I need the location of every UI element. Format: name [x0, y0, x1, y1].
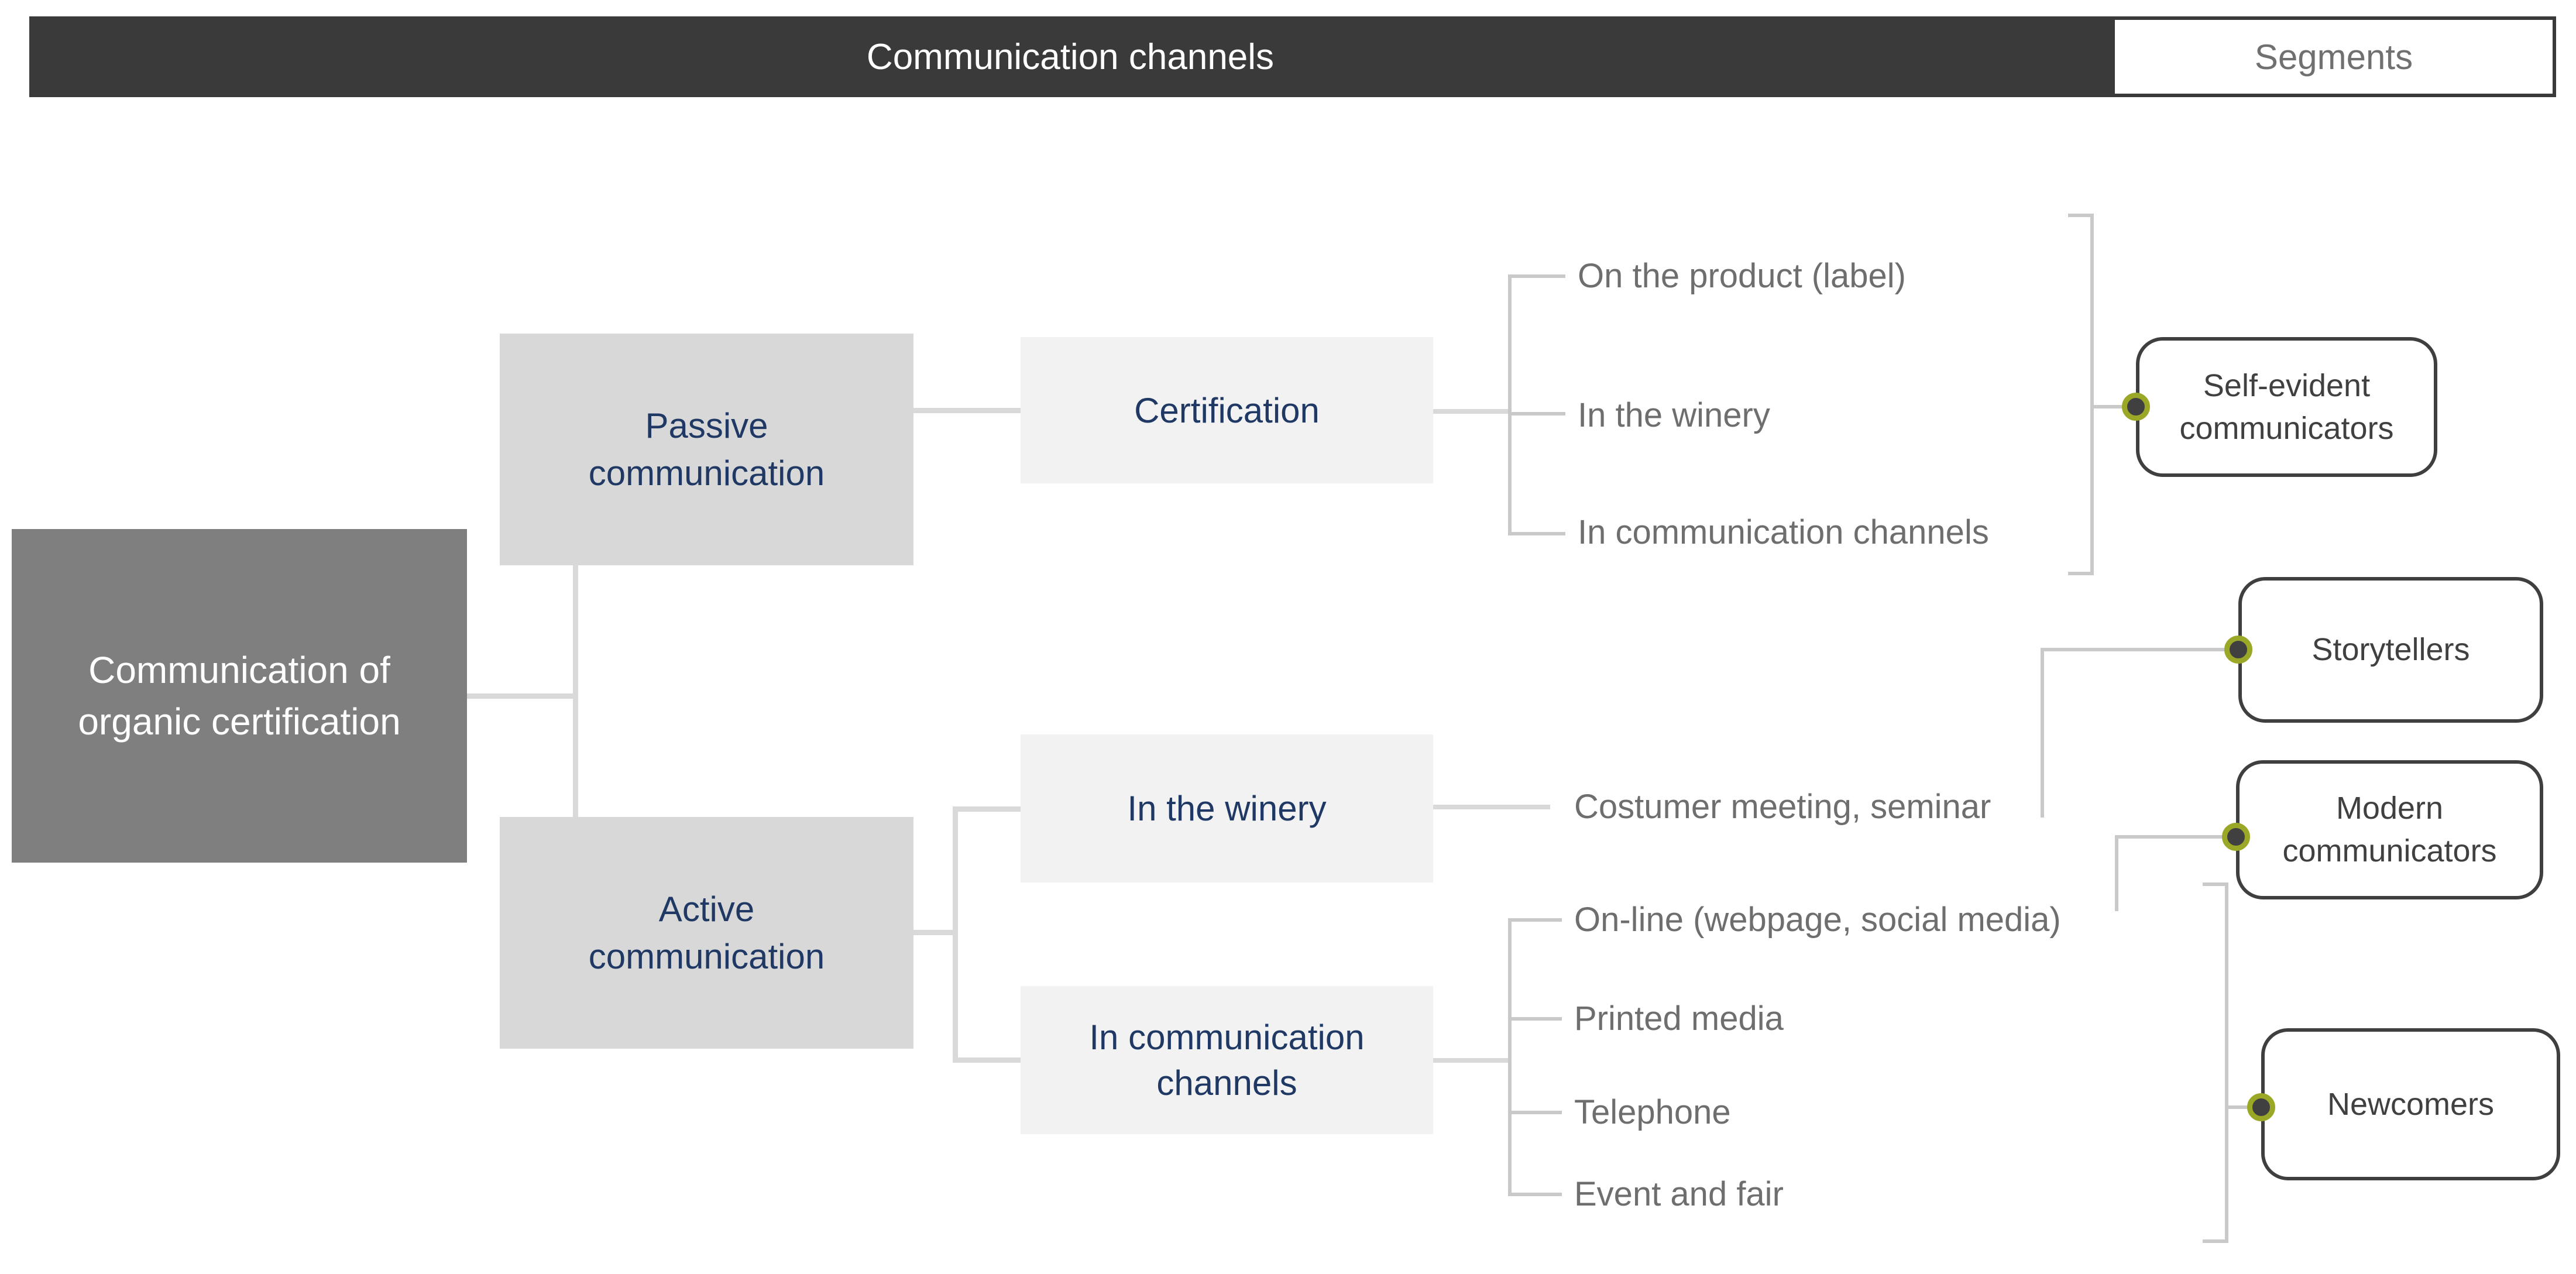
bracket-channels-leaves-vertical [1508, 918, 1512, 1196]
segment-modern-communicators: Modern communicators [2236, 760, 2543, 899]
header-segments: Segments [2111, 16, 2556, 97]
anchor-dot-newcomers [2247, 1093, 2275, 1121]
header-communication-channels: Communication channels [29, 16, 2111, 97]
segment-modern-label: Modern communicators [2282, 791, 2497, 868]
connector-trunk-vertical [573, 565, 578, 817]
node-in-the-winery-label: In the winery [1127, 789, 1327, 828]
bracket-newcomers-top-stub [2203, 882, 2228, 886]
node-in-the-winery: In the winery [1021, 734, 1433, 882]
node-passive-communication: Passive communication [500, 334, 913, 565]
bracket-self-evident-top-stub [2068, 214, 2094, 217]
anchor-dot-storytellers [2224, 636, 2252, 664]
bracket-certification-leaves-vertical [1508, 274, 1512, 535]
node-in-communication-channels: In communication channels [1021, 986, 1433, 1134]
bracket-channels-leaf-stub-1 [1508, 918, 1562, 922]
header-communication-channels-label: Communication channels [866, 36, 1275, 77]
connector-storytellers-vertical [2041, 648, 2044, 818]
node-root: Communication of organic certification [12, 529, 467, 863]
connector-root-to-trunk [467, 693, 578, 699]
leaf-on-the-product: On the product (label) [1578, 257, 1906, 295]
bracket-newcomers-bottom-stub [2203, 1239, 2228, 1243]
node-active-communication: Active communication [500, 817, 913, 1049]
node-certification: Certification [1021, 337, 1433, 483]
anchor-dot-self-evident [2122, 393, 2150, 421]
connector-winery-to-leaf [1433, 805, 1550, 809]
connector-to-newcomers [2228, 1105, 2262, 1109]
connector-channels-to-leaves [1433, 1058, 1512, 1063]
connector-modern-vertical [2115, 835, 2118, 911]
leaf-telephone: Telephone [1574, 1093, 1731, 1131]
segment-self-evident-communicators: Self-evident communicators [2136, 337, 2437, 477]
bracket-channels-leaf-stub-4 [1508, 1193, 1562, 1196]
bracket-certification-leaf-stub-3 [1508, 532, 1565, 535]
bracket-channels-leaf-stub-3 [1508, 1111, 1562, 1114]
leaf-costumer-meeting-seminar: Costumer meeting, seminar [1574, 788, 1991, 826]
leaf-online-webpage-social-media: On-line (webpage, social media) [1574, 901, 2061, 939]
node-in-communication-channels-label: In communication channels [1089, 1017, 1365, 1103]
connector-to-modern [2115, 835, 2236, 839]
bracket-self-evident-bottom-stub [2068, 572, 2094, 575]
header-segments-label: Segments [2254, 37, 2413, 77]
node-passive-label: Passive communication [588, 406, 825, 493]
node-active-label: Active communication [588, 890, 825, 976]
bracket-newcomers-vertical [2225, 882, 2228, 1243]
leaf-in-the-winery: In the winery [1578, 396, 1770, 434]
segment-storytellers: Storytellers [2238, 577, 2543, 723]
anchor-dot-modern [2222, 823, 2250, 851]
bracket-certification-leaf-stub-1 [1508, 274, 1565, 278]
connector-to-storytellers [2041, 648, 2238, 651]
connector-active-to-winery [953, 806, 1021, 812]
bracket-certification-leaf-stub-2 [1508, 412, 1565, 415]
leaf-in-communication-channels: In communication channels [1578, 513, 1989, 551]
connector-active-stub [913, 930, 958, 935]
connector-to-self-evident [2094, 405, 2136, 408]
bracket-channels-leaf-stub-2 [1508, 1017, 1562, 1021]
leaf-printed-media: Printed media [1574, 1000, 1784, 1038]
connector-active-to-channels [953, 1057, 1021, 1063]
node-root-label: Communication of organic certification [78, 648, 401, 743]
segment-newcomers-label: Newcomers [2327, 1086, 2495, 1122]
node-certification-label: Certification [1134, 390, 1320, 430]
segment-newcomers: Newcomers [2261, 1028, 2560, 1180]
connector-passive-to-certification [913, 408, 1021, 413]
bracket-self-evident-vertical [2090, 214, 2094, 575]
segment-self-evident-label: Self-evident communicators [2179, 368, 2394, 446]
segment-storytellers-label: Storytellers [2311, 632, 2470, 668]
connector-active-vertical [953, 806, 958, 1063]
connector-certification-to-leaves [1433, 409, 1512, 414]
leaf-event-and-fair: Event and fair [1574, 1175, 1784, 1213]
